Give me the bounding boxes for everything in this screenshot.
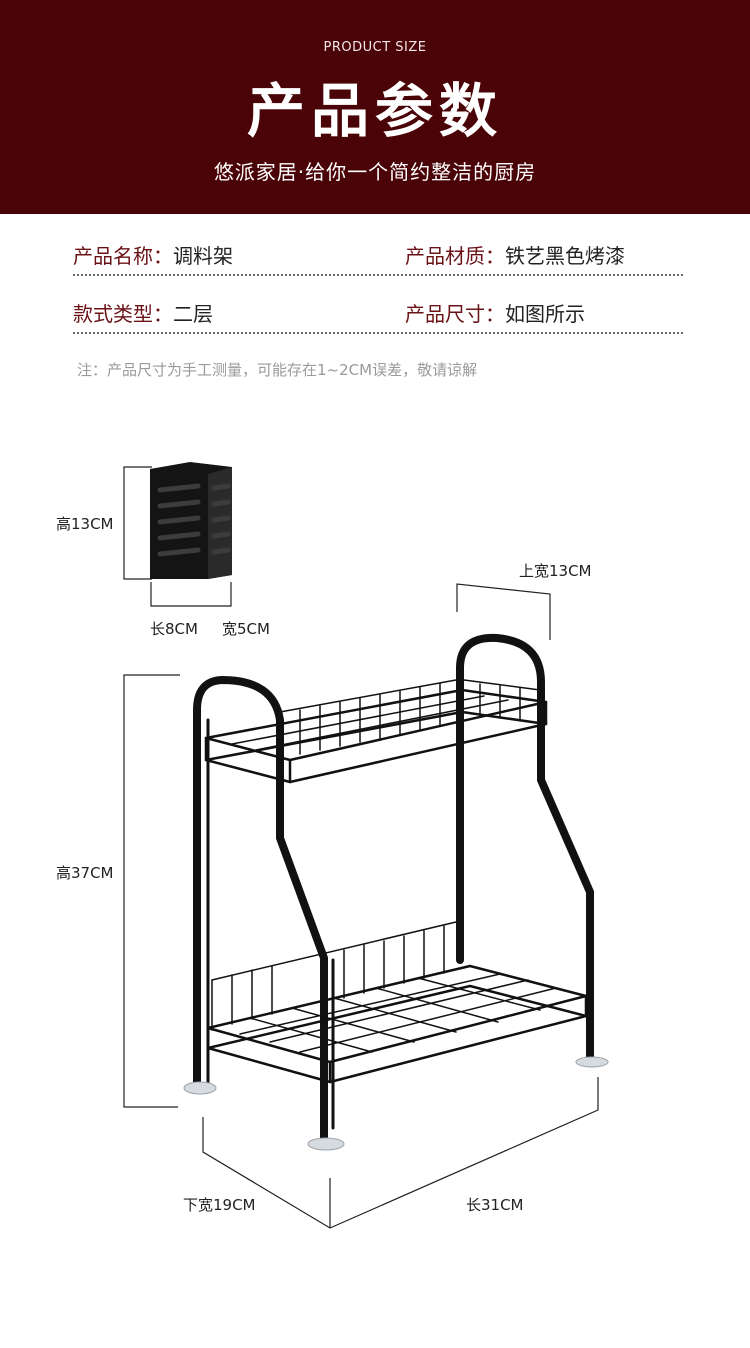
holder-length-label: 长8CM — [150, 620, 198, 638]
rack-height-label: 高37CM — [56, 864, 114, 882]
spec-style: 款式类型：二层 — [73, 298, 213, 327]
spec-size: 产品尺寸：如图所示 — [405, 298, 585, 327]
spec-style-value: 二层 — [173, 302, 213, 326]
spec-size-key: 产品尺寸： — [405, 302, 505, 326]
spec-row-1: 产品名称：调料架 产品材质：铁艺黑色烤漆 — [73, 230, 683, 276]
banner-tagline: 悠派家居·给你一个简约整洁的厨房 — [213, 160, 537, 184]
bottom-width-label: 下宽19CM — [183, 1196, 256, 1214]
spec-material: 产品材质：铁艺黑色烤漆 — [405, 240, 625, 269]
header-banner: PRODUCT SIZE 产品参数 悠派家居·给你一个简约整洁的厨房 — [0, 0, 750, 214]
holder-height-label: 高13CM — [56, 515, 114, 533]
top-width-label: 上宽13CM — [519, 562, 592, 580]
utensil-holder — [150, 462, 232, 579]
spec-name-key: 产品名称： — [73, 244, 173, 268]
spec-material-value: 铁艺黑色烤漆 — [505, 244, 625, 268]
spec-row-2: 款式类型：二层 产品尺寸：如图所示 — [73, 288, 683, 334]
suction-feet — [183, 1056, 609, 1151]
holder-width-label: 宽5CM — [222, 620, 270, 638]
measurement-note: 注：产品尺寸为手工测量，可能存在1~2CM误差，敬请谅解 — [77, 361, 478, 379]
spec-style-key: 款式类型： — [73, 302, 173, 326]
spec-name-value: 调料架 — [173, 244, 233, 268]
banner-title: 产品参数 — [246, 77, 503, 145]
spec-name: 产品名称：调料架 — [73, 240, 233, 269]
spec-size-value: 如图所示 — [505, 302, 585, 326]
spec-material-key: 产品材质： — [405, 244, 505, 268]
spice-rack — [193, 633, 594, 1146]
rack-length-label: 长31CM — [466, 1196, 524, 1214]
banner-subtitle: PRODUCT SIZE — [323, 40, 427, 55]
rack-dimension-lines — [123, 583, 599, 1229]
holder-dimension-lines — [123, 466, 232, 607]
